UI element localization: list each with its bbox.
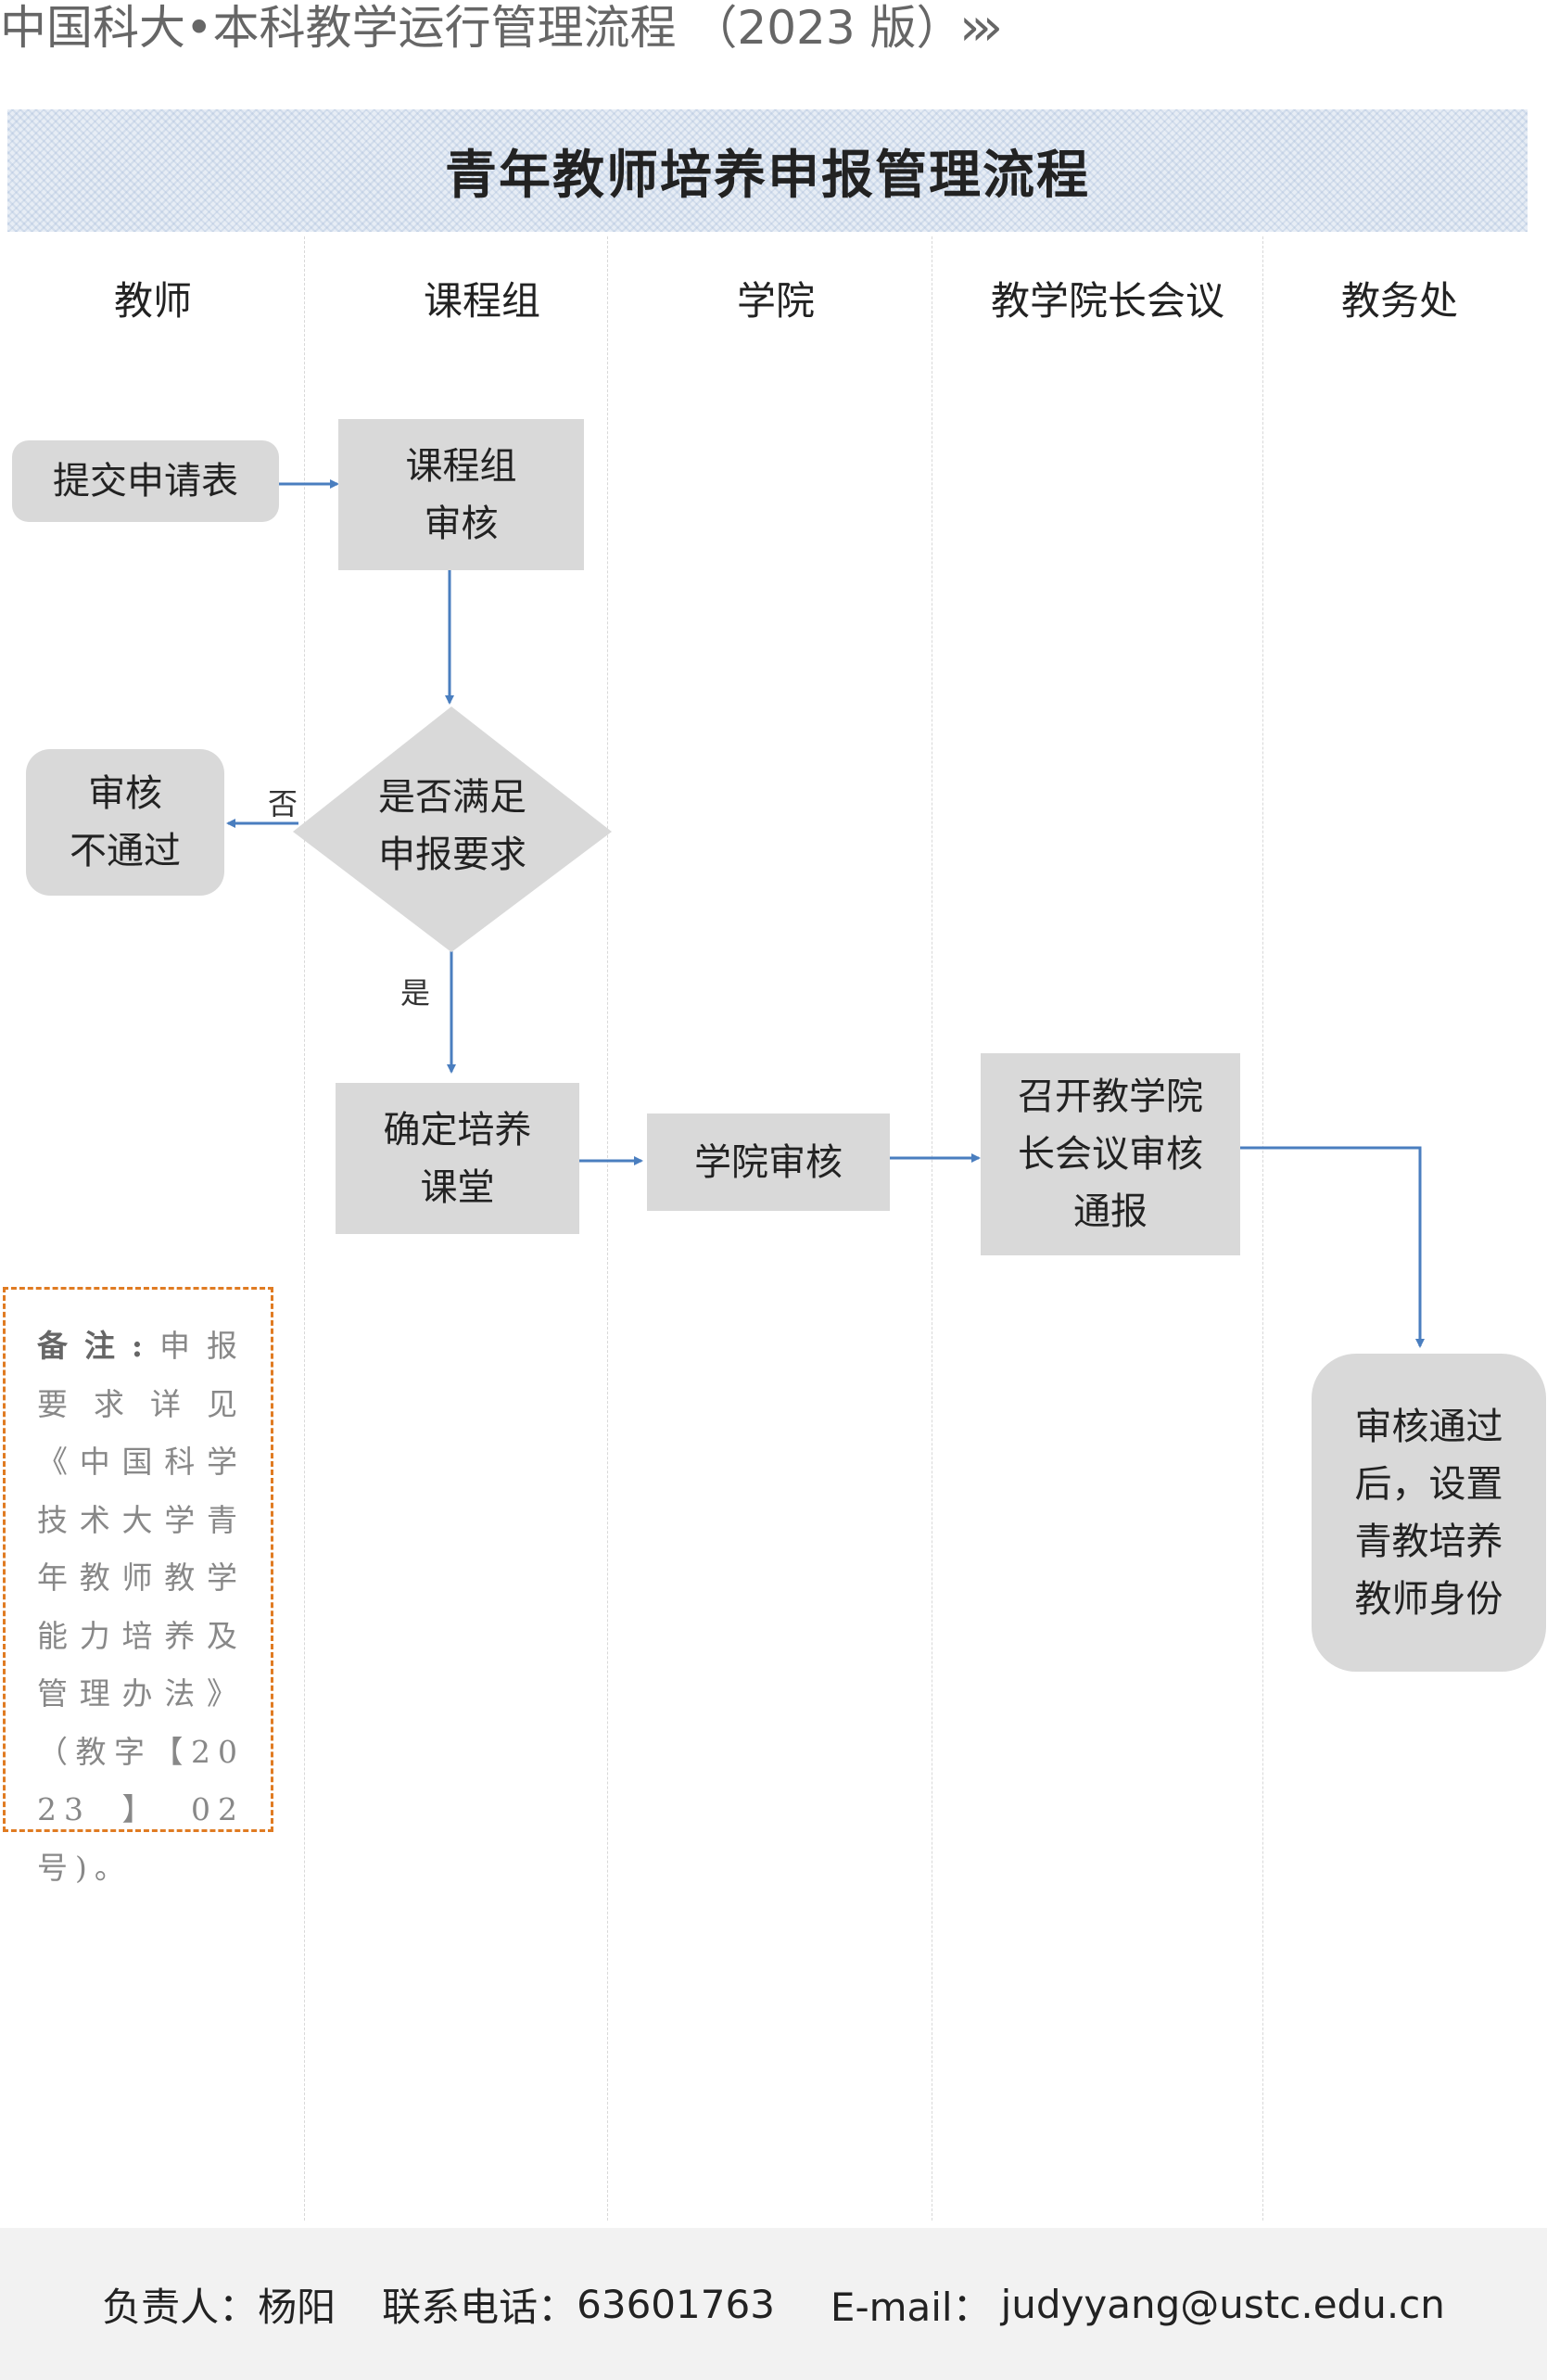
node-decision: 是否满足 申报要求 [378,776,526,876]
lane-header-college: 学院 [736,278,815,324]
node-submit-application: 提交申请表 [12,440,279,522]
title-banner: 青年教师培养申报管理流程 [7,109,1528,232]
node-confirm-classroom: 确定培养 课堂 [336,1083,579,1234]
node-final-approval: 审核通过 后，设置 青教培养 教师身份 [1312,1354,1546,1672]
note-box: 备注:申报要求详见《中国科学技术大学青年教师教学能力培养及管理办法》（教字【20… [3,1287,273,1886]
lane-divider [607,236,608,2221]
page-header-title: 中国科大•本科教学运行管理流程 （2023 版） [0,1,963,55]
note-text: 备注:申报要求详见《中国科学技术大学青年教师教学能力培养及管理办法》（教字【20… [37,1317,245,1897]
diagram-title: 青年教师培养申报管理流程 [445,145,1090,206]
node-review-rejected: 审核 不通过 [26,749,224,896]
node-course-group-review: 课程组 审核 [338,419,584,570]
arrow-meeting-to-final [1240,1146,1425,1348]
edge-label-yes: 是 [400,975,431,1011]
lane-header-academic-office: 教务处 [1340,278,1458,324]
note-body: 申报要求详见《中国科学技术大学青年教师教学能力培养及管理办法》（教字【2023】… [37,1328,245,1886]
decision-diamond-shape [293,706,612,952]
footer-email[interactable]: judyyang@ustc.edu.cn [1000,2281,1445,2327]
footer-contact: 负责人： 杨阳 联系电话： 63601763 E-mail： judyyang@… [0,2228,1547,2380]
footer-phone: 63601763 [577,2281,775,2327]
footer-phone-label: 联系电话： [382,2284,577,2330]
footer-contact-label: 负责人： [102,2284,259,2330]
lane-header-dean-meeting: 教学院长会议 [990,278,1224,324]
lane-header-course-group: 课程组 [423,278,540,324]
lane-divider [304,236,305,2221]
note-label: 备注: [37,1328,151,1364]
lane-header-teacher: 教师 [113,278,192,324]
lane-divider [1262,236,1263,2221]
edge-label-no: 否 [268,786,298,821]
node-dean-meeting-review: 召开教学院 长会议审核 通报 [981,1053,1240,1255]
node-college-review: 学院审核 [647,1114,890,1211]
footer-email-label: E-mail： [830,2284,992,2330]
footer-contact-name: 杨阳 [258,2284,336,2330]
